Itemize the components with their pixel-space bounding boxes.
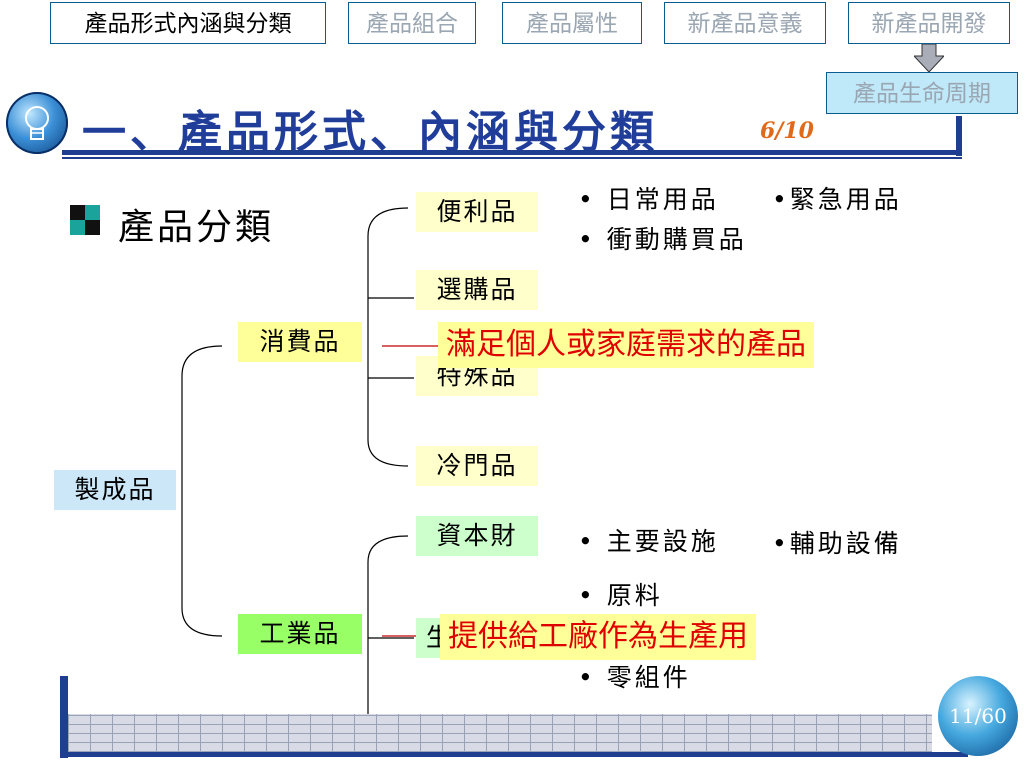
tree-node-shopping-goods: 選購品 — [416, 270, 538, 310]
nav-tab-product-life-cycle[interactable]: 產品生命周期 — [826, 72, 1018, 114]
example-accessory-equipment: •輔助設備 — [772, 529, 902, 558]
example-daily-goods: • 日常用品 — [578, 185, 719, 214]
tree-node-capital-goods: 資本財 — [416, 516, 538, 556]
nav-tab-product-mix[interactable]: 產品組合 — [348, 2, 476, 44]
checker-square-icon — [70, 205, 100, 235]
industrial-goods-callout: 提供給工廠作為生產用 — [440, 614, 756, 660]
example-emergency-goods: •緊急用品 — [772, 185, 902, 214]
arrow-down-icon — [914, 44, 944, 72]
footer-divider — [68, 752, 968, 757]
title-divider — [62, 150, 962, 155]
page-title: 一、產品形式、內涵與分類 — [82, 107, 658, 158]
tree-node-industrial-goods: 工業品 — [238, 614, 362, 654]
example-major-equipment: • 主要設施 — [578, 527, 719, 556]
tree-root-manufactured-goods: 製成品 — [54, 470, 176, 510]
consumer-goods-callout: 滿足個人或家庭需求的產品 — [438, 322, 814, 368]
nav-tab-new-product-meaning[interactable]: 新產品意義 — [664, 2, 826, 44]
tree-node-convenience-goods: 便利品 — [416, 192, 538, 232]
footer-grid-band — [68, 714, 932, 752]
example-impulse-goods: • 衝動購買品 — [578, 225, 747, 254]
tree-node-unsought-goods: 冷門品 — [416, 446, 538, 486]
title-divider-vertical — [956, 116, 962, 156]
title-page-indicator: 6/10 — [760, 118, 814, 144]
title-divider-thin — [62, 157, 962, 159]
slide-page-number: 11/60 — [949, 704, 1007, 728]
example-components: • 零組件 — [578, 663, 691, 692]
nav-tab-product-attributes[interactable]: 產品屬性 — [502, 2, 642, 44]
lightbulb-icon — [6, 92, 68, 154]
nav-tab-new-product-development[interactable]: 新產品開發 — [848, 2, 1010, 44]
example-raw-materials: • 原料 — [578, 581, 663, 610]
section-title: 產品分類 — [118, 207, 275, 248]
tree-node-consumer-goods: 消費品 — [238, 322, 362, 362]
footer-divider-vertical — [60, 676, 68, 758]
globe-icon — [938, 676, 1018, 756]
nav-tab-product-form[interactable]: 產品形式內涵與分類 — [50, 2, 326, 44]
